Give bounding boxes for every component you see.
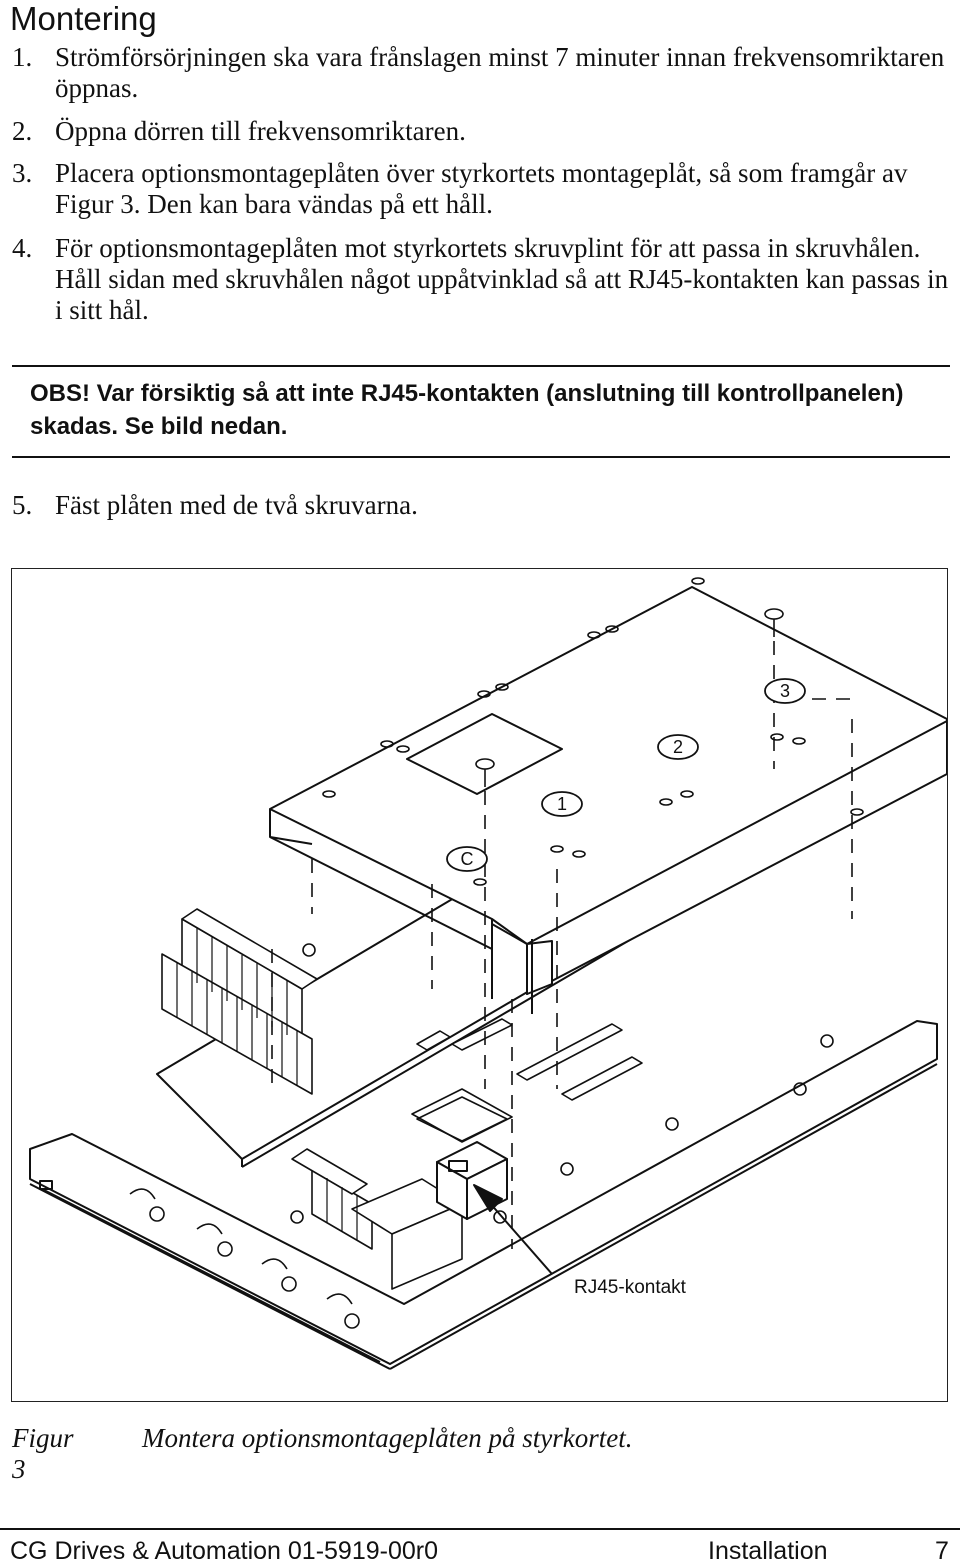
rj45-connector bbox=[436, 1141, 508, 1220]
note-top-rule bbox=[12, 365, 950, 367]
step-text: Öppna dörren till frekvensomriktaren. bbox=[55, 116, 466, 146]
figure-3-illustration: C 1 2 3 RJ45-kontakt bbox=[11, 568, 948, 1402]
rail-clamps bbox=[129, 1188, 360, 1329]
slot-badges bbox=[446, 678, 806, 872]
footer-rule bbox=[0, 1528, 960, 1530]
step-4: 4. För optionsmontageplåten mot styrkort… bbox=[12, 233, 955, 326]
step-text: För optionsmontageplåten mot styrkortets… bbox=[55, 233, 949, 325]
note-bottom-rule bbox=[12, 456, 950, 458]
caption-label: Figur 3 bbox=[12, 1423, 74, 1484]
step-number: 3. bbox=[12, 158, 33, 188]
step-2: 2. Öppna dörren till frekvensomriktaren. bbox=[12, 116, 955, 147]
slot-label-1: 1 bbox=[557, 794, 567, 814]
step-number: 4. bbox=[12, 233, 33, 263]
slot-label-c: C bbox=[461, 849, 474, 869]
plate-screws bbox=[475, 608, 784, 787]
slot-label-2: 2 bbox=[673, 737, 683, 757]
caption-text: Montera optionsmontageplåten på styrkort… bbox=[142, 1423, 633, 1453]
footer-section: Installation bbox=[708, 1537, 828, 1565]
step-text: Fäst plåten med de två skruvarna. bbox=[55, 490, 418, 520]
footer-company: CG Drives & Automation 01-5919-00r0 bbox=[10, 1537, 438, 1565]
slot-label-3: 3 bbox=[780, 681, 790, 701]
footer-page-number: 7 bbox=[935, 1537, 949, 1565]
page-heading: Montering bbox=[10, 0, 157, 37]
warning-note: OBS! Var försiktig så att inte RJ45-kont… bbox=[30, 380, 904, 440]
alignment-guides bbox=[271, 641, 853, 1249]
step-number: 2. bbox=[12, 116, 33, 146]
step-number: 1. bbox=[12, 42, 33, 72]
callout-arrow bbox=[473, 1184, 553, 1275]
mounting-drawing: C 1 2 3 RJ45-kontakt bbox=[29, 577, 947, 1370]
step-number: 5. bbox=[12, 490, 33, 520]
step-1: 1. Strömförsörjningen ska vara frånslage… bbox=[12, 42, 955, 104]
chips bbox=[411, 1018, 643, 1143]
rj45-callout-label: RJ45-kontakt bbox=[574, 1277, 687, 1298]
step-text: Strömförsörjningen ska vara frånslagen m… bbox=[55, 42, 945, 103]
step-3: 3. Placera optionsmontageplåten över sty… bbox=[12, 158, 955, 220]
mounting-rail bbox=[29, 1020, 938, 1370]
step-text: Placera optionsmontageplåten över styrko… bbox=[55, 158, 908, 219]
step-5: 5. Fäst plåten med de två skruvarna. bbox=[12, 490, 955, 521]
plate-standoffs bbox=[322, 577, 864, 886]
